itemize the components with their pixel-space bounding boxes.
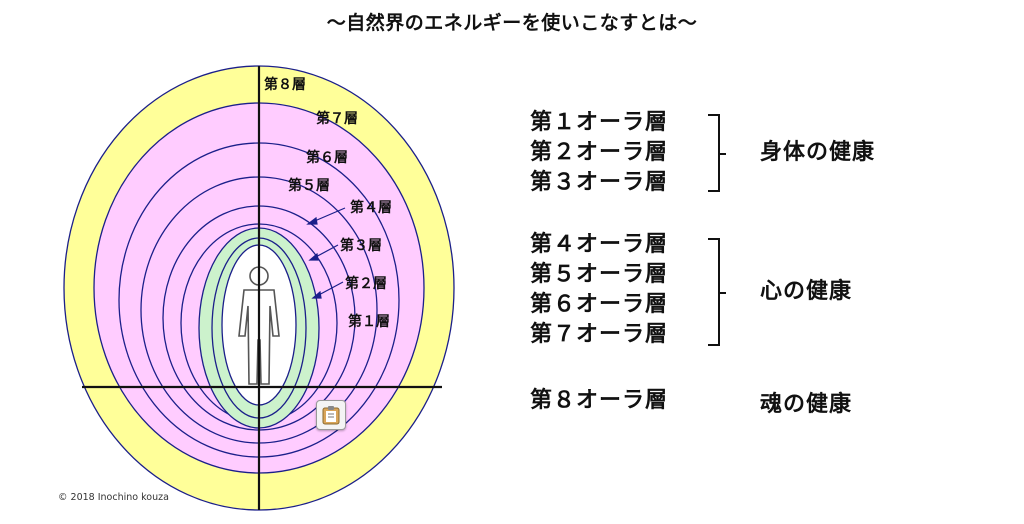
clipboard-icon[interactable] — [316, 400, 346, 430]
aura-layer-row: 第４オーラ層 — [530, 232, 669, 257]
bracket-mind — [708, 238, 726, 346]
aura-layer-row: 第３オーラ層 — [530, 170, 669, 195]
layer-label-8: 第８層 — [264, 76, 306, 93]
aura-layer-row: 第２オーラ層 — [530, 140, 669, 165]
bracket-body — [708, 114, 726, 192]
page-title: ～自然界のエネルギーを使いこなすとは～ — [326, 12, 698, 34]
health-label-mind: 心の健康 — [760, 279, 853, 304]
aura-layer-row: 第５オーラ層 — [530, 262, 669, 287]
aura-layer-row: 第８オーラ層 — [530, 388, 669, 413]
health-label-body: 身体の健康 — [760, 140, 876, 165]
aura-layer-row: 第１オーラ層 — [530, 110, 669, 135]
group-soul: 第８オーラ層 — [530, 386, 668, 416]
aura-layer-row: 第６オーラ層 — [530, 292, 669, 317]
group-mind: 第４オーラ層 第５オーラ層 第６オーラ層 第７オーラ層 — [530, 230, 668, 350]
copyright-text: © 2018 Inochino kouza — [58, 492, 169, 503]
layer-label-4: 第４層 — [350, 199, 392, 216]
layer-label-1: 第１層 — [348, 313, 390, 330]
layer-label-3: 第３層 — [340, 237, 382, 254]
layer-label-2: 第２層 — [345, 275, 387, 292]
layer-label-5: 第５層 — [288, 177, 330, 194]
group-body: 第１オーラ層 第２オーラ層 第３オーラ層 — [530, 108, 668, 198]
health-label-soul: 魂の健康 — [760, 392, 853, 417]
layer-label-6: 第６層 — [306, 149, 348, 166]
layer-label-7: 第７層 — [316, 110, 358, 127]
aura-layer-row: 第７オーラ層 — [530, 322, 669, 347]
